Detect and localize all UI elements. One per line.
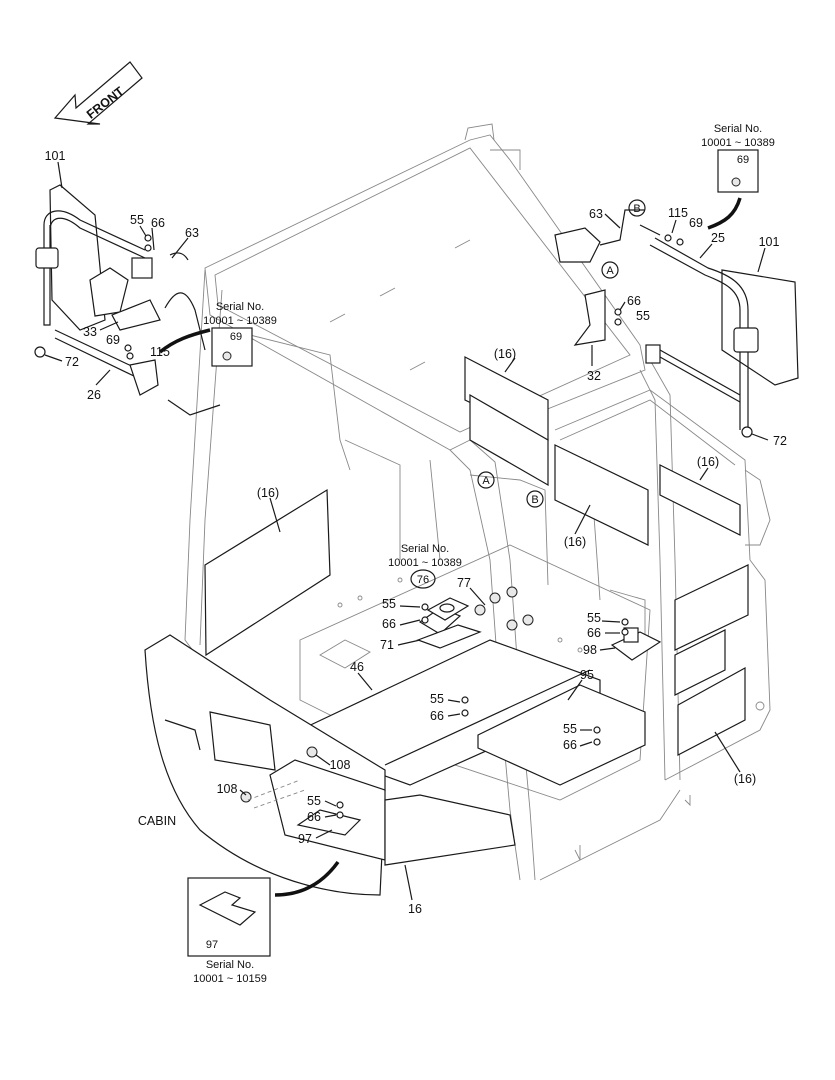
- svg-text:B: B: [633, 203, 640, 215]
- svg-text:69: 69: [737, 154, 749, 166]
- svg-text:Serial No.: Serial No.: [216, 301, 264, 313]
- svg-text:A: A: [482, 475, 490, 487]
- callout-32: 32: [587, 369, 601, 383]
- callout-66-left: 66: [151, 216, 165, 230]
- left-mirror-assembly: [34, 184, 221, 416]
- serial-inset-center: Serial No. 10001 ~ 10389 76: [388, 543, 470, 621]
- serial-inset-bottom: 97 Serial No. 10001 ~ 10159: [187, 860, 340, 985]
- front-arrow: FRONT: [53, 61, 143, 125]
- svg-text:B: B: [531, 494, 538, 506]
- callout-115-left: 115: [150, 345, 170, 359]
- callout-98: 98: [583, 643, 597, 657]
- callout-55-right: 55: [636, 309, 650, 323]
- bracket-98: [610, 627, 662, 661]
- callout-16-right-lower: (16): [734, 772, 756, 786]
- svg-text:76: 76: [417, 574, 429, 586]
- hardware: [124, 234, 684, 819]
- front-label: FRONT: [84, 84, 127, 122]
- svg-text:10001 ~ 10389: 10001 ~ 10389: [701, 137, 775, 149]
- callout-72-left: 72: [65, 355, 79, 369]
- callout-115-right: 115: [668, 206, 688, 220]
- svg-text:A: A: [606, 265, 614, 277]
- floor-mat-95: [477, 684, 646, 786]
- leader-lines: [44, 161, 769, 901]
- serial-inset-left: Serial No. 10001 ~ 10389 69: [158, 301, 277, 367]
- serial-inset-top-right: Serial No. 10001 ~ 10389 69: [701, 123, 775, 230]
- marker-a-top: A: [601, 261, 619, 279]
- callout-16-front: 16: [408, 902, 422, 916]
- marker-b-mid: B: [526, 490, 544, 508]
- callout-16-rear-right: (16): [697, 455, 719, 469]
- svg-text:Serial No.: Serial No.: [401, 543, 449, 555]
- section-label: CABIN: [138, 814, 176, 828]
- front-glass-16: [384, 794, 516, 866]
- callout-72-right: 72: [773, 434, 787, 448]
- svg-text:Serial No.: Serial No.: [714, 123, 762, 135]
- callout-66-floor-a: 66: [382, 617, 396, 631]
- callout-33: 33: [83, 325, 97, 339]
- callout-69-left: 69: [106, 333, 120, 347]
- svg-text:10001 ~ 10389: 10001 ~ 10389: [203, 315, 277, 327]
- callout-97: 97: [298, 832, 312, 846]
- marker-a-mid: A: [477, 471, 495, 489]
- callout-77: 77: [457, 576, 471, 590]
- callout-55-floor-a: 55: [382, 597, 396, 611]
- panel-left-side: [204, 488, 331, 657]
- callout-66-front: 66: [307, 810, 321, 824]
- callout-55-bracket: 55: [587, 611, 601, 625]
- panel-rear-right: [554, 444, 741, 546]
- callout-66-right: 66: [627, 294, 641, 308]
- callout-55-left: 55: [130, 213, 144, 227]
- right-mirror-assembly: [554, 209, 799, 438]
- callout-71: 71: [380, 638, 394, 652]
- callout-25: 25: [711, 231, 725, 245]
- callout-108-upper: 108: [330, 758, 351, 772]
- callout-101-left: 101: [45, 149, 66, 163]
- callout-108-lower: 108: [217, 782, 238, 796]
- svg-text:Serial No.: Serial No.: [206, 959, 254, 971]
- marker-b-top: B: [628, 199, 646, 217]
- callout-66-floor-b: 66: [430, 709, 444, 723]
- callout-26: 26: [87, 388, 101, 402]
- floor-plate-97: [269, 759, 386, 861]
- callout-16-rear: (16): [564, 535, 586, 549]
- callout-16-left: (16): [257, 486, 279, 500]
- callout-labels: 101 55 66 63 33 69 115 72 26 63 115 69 2…: [45, 149, 787, 916]
- callout-55-mat: 55: [563, 722, 577, 736]
- svg-text:10001 ~ 10389: 10001 ~ 10389: [388, 557, 462, 569]
- callout-66-bracket: 66: [587, 626, 601, 640]
- callout-63-left: 63: [185, 226, 199, 240]
- callout-101-right: 101: [759, 235, 780, 249]
- callout-55-floor-b: 55: [430, 692, 444, 706]
- svg-text:97: 97: [206, 939, 218, 951]
- svg-text:69: 69: [230, 331, 242, 343]
- callout-55-front: 55: [307, 794, 321, 808]
- callout-66-mat: 66: [563, 738, 577, 752]
- panel-right-lower: [674, 564, 749, 756]
- panel-center-upper: [464, 356, 549, 487]
- callout-16-center-upper: (16): [494, 347, 516, 361]
- svg-text:10001 ~ 10159: 10001 ~ 10159: [193, 973, 267, 985]
- callout-95: 95: [580, 668, 594, 682]
- callout-69-right: 69: [689, 216, 703, 230]
- callout-46: 46: [350, 660, 364, 674]
- callout-63-right: 63: [589, 207, 603, 221]
